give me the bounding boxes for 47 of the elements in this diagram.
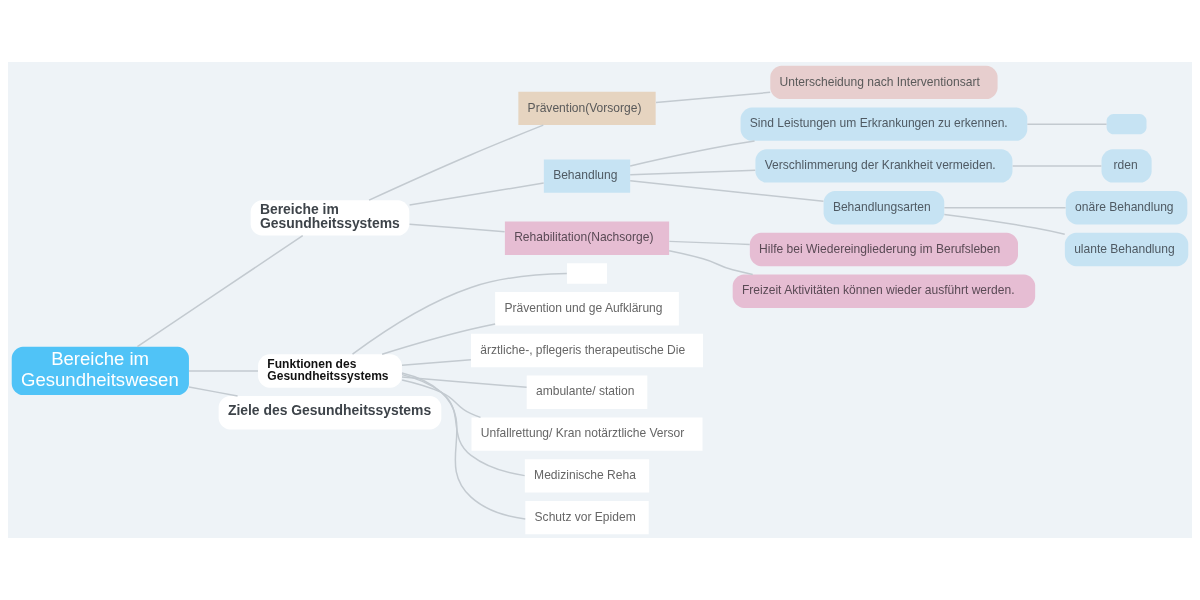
node-box: Hilfe bei Wiedereingliederung im Berufsleben bbox=[749, 232, 1018, 267]
node-box: Prävention und ge Aufklärung bbox=[495, 292, 679, 326]
node-box: Bereiche im Gesundheitswesen bbox=[11, 346, 189, 396]
connector bbox=[381, 323, 496, 355]
node-box: Medizinische Reha bbox=[524, 459, 650, 493]
node-box: Verschlimmerung der Krankheit vermeiden. bbox=[755, 149, 1013, 183]
connector bbox=[668, 240, 751, 246]
connector bbox=[408, 182, 545, 206]
node-box: Sind Leistungen um Erkrankungen zu erkennen. bbox=[740, 107, 1028, 141]
connector bbox=[943, 213, 1066, 235]
node-box: rden bbox=[1101, 149, 1152, 183]
node-box bbox=[1106, 113, 1147, 135]
node-box: Behandlungsarten bbox=[823, 190, 945, 225]
node-box: Unfallrettung/ Kran notärztliche Versor bbox=[471, 417, 703, 451]
node-box: onäre Behandlung bbox=[1065, 190, 1188, 225]
node-box: Prävention(Vorsorge) bbox=[518, 91, 656, 126]
node-box: Freizeit Aktivitäten können wieder ausführt werden. bbox=[732, 274, 1036, 308]
node-box: ambulante/ station bbox=[526, 375, 648, 410]
node-box: ärztliche-, pflegeris therapeutische Die bbox=[471, 333, 703, 368]
node-box: Funktionen des Gesundheitssystems bbox=[258, 354, 402, 388]
node-box: Schutz vor Epidem bbox=[525, 500, 649, 535]
node-box: ulante Behandlung bbox=[1064, 232, 1189, 267]
connector bbox=[188, 386, 239, 397]
connector bbox=[188, 370, 259, 372]
connector bbox=[668, 250, 754, 276]
connector bbox=[401, 359, 472, 367]
node-box: Unterscheidung nach Interventionsart bbox=[770, 65, 998, 100]
connector bbox=[136, 234, 304, 348]
node-box: Behandlung bbox=[543, 159, 631, 193]
connector bbox=[408, 223, 506, 233]
connector bbox=[401, 379, 482, 419]
connector bbox=[629, 140, 756, 167]
connector bbox=[943, 206, 1067, 209]
connector bbox=[368, 124, 545, 201]
connector bbox=[629, 179, 825, 203]
connector bbox=[1011, 165, 1103, 167]
connector bbox=[655, 91, 771, 104]
connector bbox=[401, 372, 526, 520]
node-box: Ziele des Gesundheitssystems bbox=[218, 396, 442, 430]
node-box: Bereiche im Gesundheitssystems bbox=[250, 200, 410, 236]
connector bbox=[401, 373, 526, 477]
node-box: Rehabilitation(Nachsorge) bbox=[504, 221, 670, 255]
connector bbox=[1026, 123, 1108, 125]
connector bbox=[351, 272, 568, 355]
connector bbox=[629, 169, 756, 176]
connector bbox=[401, 376, 528, 389]
node-box bbox=[567, 263, 607, 284]
